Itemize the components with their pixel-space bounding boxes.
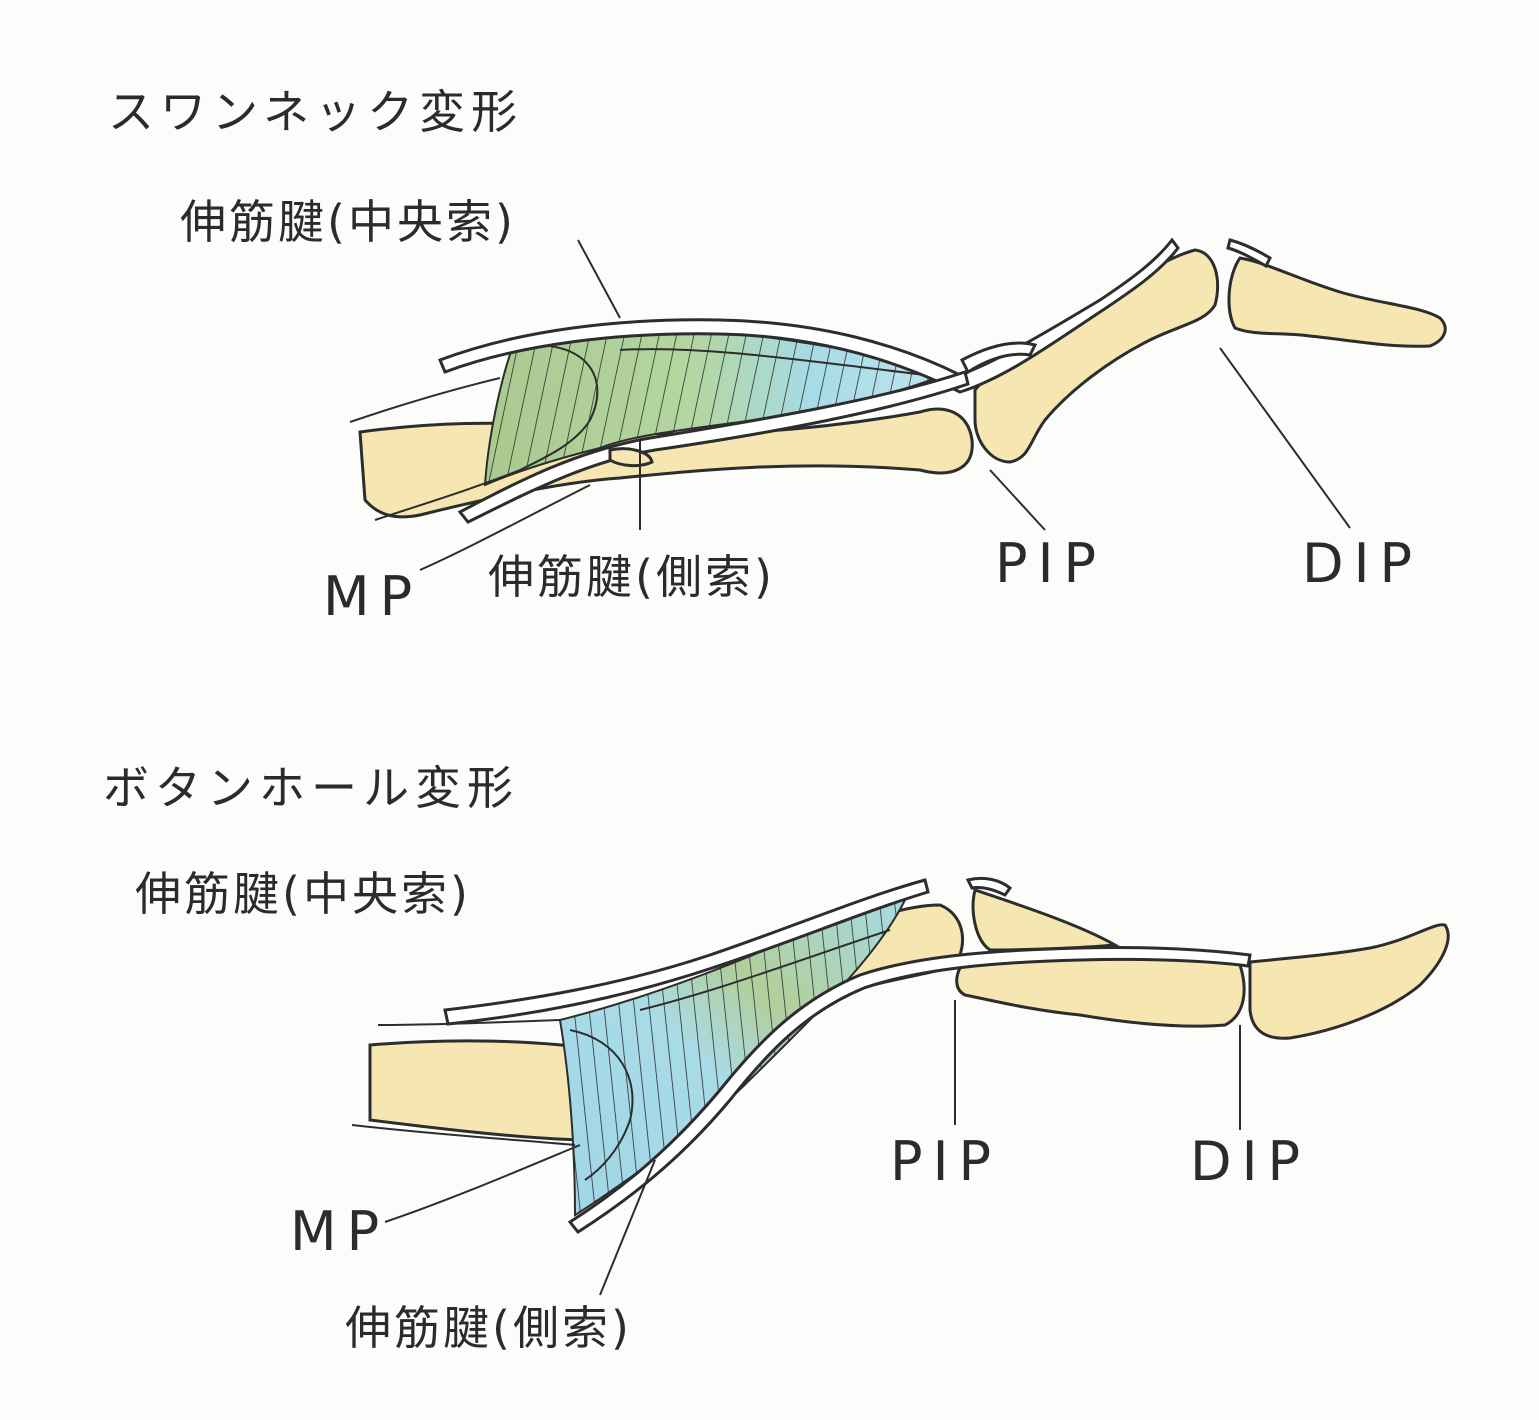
central-slip-label-2: 伸筋腱(中央索) [135, 858, 471, 924]
central-slip-label: 伸筋腱(中央索) [180, 186, 516, 252]
pip-label: PIP [995, 532, 1106, 595]
swan-neck-title: スワンネック変形 [108, 76, 523, 142]
boutonniere-title: ボタンホール変形 [103, 752, 519, 818]
swan-neck-figure [350, 240, 1445, 570]
dip-label-2: DIP [1190, 1130, 1310, 1193]
dip-label: DIP [1302, 532, 1422, 595]
mp-label-2: MP [290, 1200, 389, 1263]
lateral-band-label: 伸筋腱(側索) [488, 541, 775, 607]
pip-label-2: PIP [890, 1130, 1001, 1193]
lateral-band-label-2: 伸筋腱(側索) [345, 1292, 632, 1358]
mp-label: MP [323, 565, 422, 628]
skin-outline-upper [350, 378, 500, 422]
boutonniere-figure [352, 878, 1448, 1295]
distal-phalanx-bone [1229, 258, 1445, 346]
distal-phalanx-bone-2 [1250, 925, 1448, 1039]
